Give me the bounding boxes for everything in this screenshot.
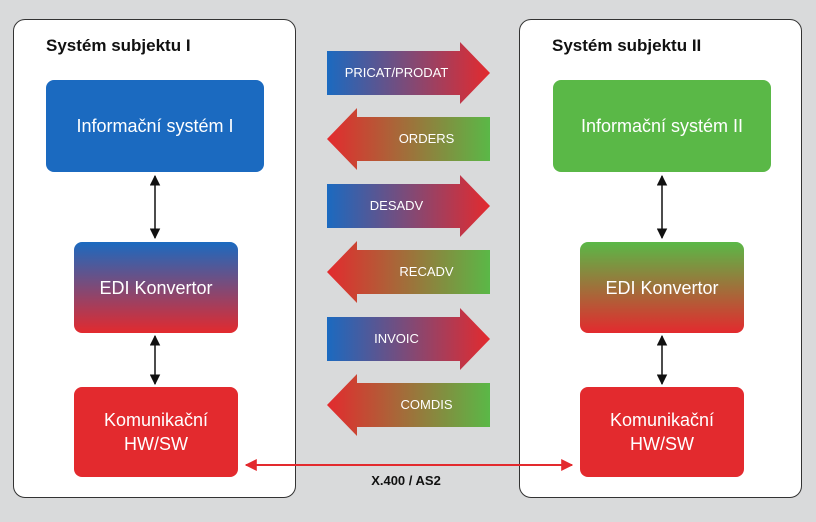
message-arrows — [327, 42, 490, 436]
box-edi-converter-right-label: EDI Konvertor — [605, 277, 719, 298]
box-comm-left: Komunikační HW/SW — [74, 387, 238, 477]
panel-title-right: Systém subjektu II — [552, 36, 702, 55]
box-info-system-left: Informační systém I — [46, 80, 264, 172]
box-comm-right: Komunikační HW/SW — [580, 387, 744, 477]
box-edi-converter-right: EDI Konvertor — [580, 242, 744, 333]
panel-title-left: Systém subjektu I — [46, 36, 191, 55]
message-arrow-invoic — [327, 308, 490, 370]
message-label: INVOIC — [374, 331, 419, 346]
box-comm-right-label: Komunikační HW/SW — [609, 410, 715, 454]
box-edi-converter-left: EDI Konvertor — [74, 242, 238, 333]
box-info-system-right: Informační systém II — [553, 80, 771, 172]
message-arrow-comdis — [327, 374, 490, 436]
box-info-system-right-label: Informační systém II — [580, 116, 744, 136]
message-label: RECADV — [399, 264, 454, 279]
box-info-system-left-label: Informační systém I — [76, 116, 234, 136]
box-comm-left-label: Komunikační HW/SW — [103, 410, 209, 454]
message-arrow-recadv — [327, 241, 490, 303]
message-label: DESADV — [369, 198, 424, 213]
message-arrow-desadv — [327, 175, 490, 237]
message-label: ORDERS — [398, 131, 455, 146]
message-label: COMDIS — [400, 397, 453, 412]
link-label: X.400 / AS2 — [371, 473, 441, 488]
message-arrow-orders — [327, 108, 490, 170]
box-edi-converter-left-label: EDI Konvertor — [99, 277, 213, 298]
message-arrow-pricat-prodat — [327, 42, 490, 104]
message-label: PRICAT/PRODAT — [344, 65, 449, 80]
